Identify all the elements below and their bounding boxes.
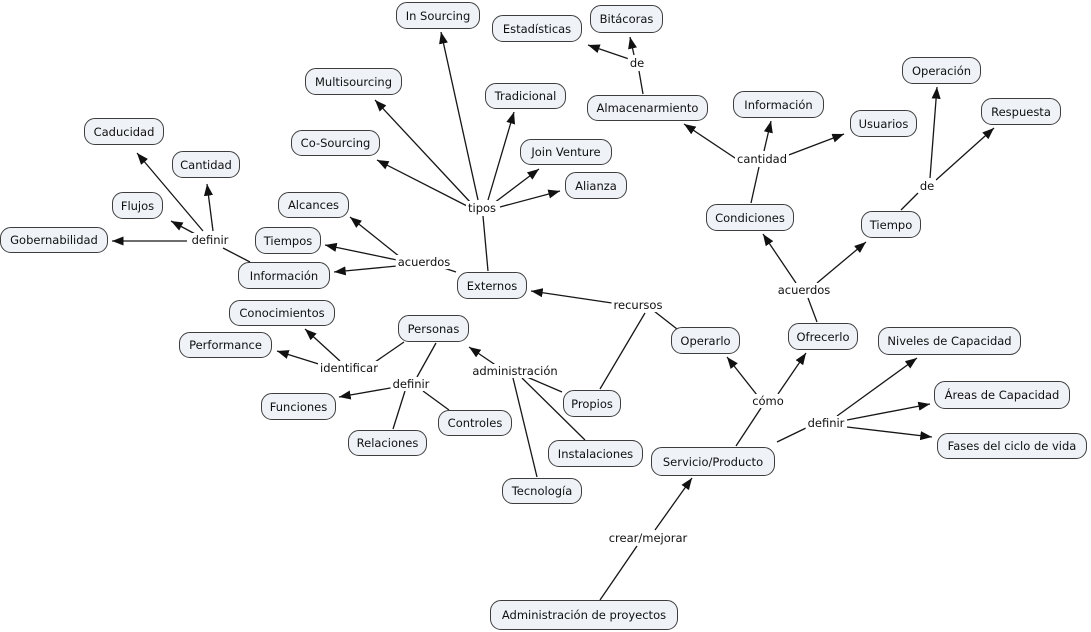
linking-phrase-cantidad[interactable]: cantidad [734,152,790,166]
linking-phrase-definir-2[interactable]: definir [390,377,432,391]
concept-conocimientos[interactable]: Conocimientos [229,300,335,326]
concept-areas-de-capacidad[interactable]: Áreas de Capacidad [934,381,1070,409]
concept-ofrecerlo[interactable]: Ofrecerlo [788,323,858,350]
linking-phrase-acuerdos-1[interactable]: acuerdos [395,255,453,269]
linking-phrase-definir-3[interactable]: definir [805,416,847,430]
concept-externos[interactable]: Externos [457,272,527,299]
linking-phrase-definir-1[interactable]: definir [189,233,231,247]
concept-tiempo[interactable]: Tiempo [861,211,921,238]
concept-informacion-top[interactable]: Información [733,91,824,118]
concept-operarlo[interactable]: Operarlo [671,327,740,354]
concept-administracion-de-proyectos[interactable]: Administración de proyectos [490,600,678,630]
concept-tiempos[interactable]: Tiempos [255,227,321,254]
concept-performance[interactable]: Performance [179,332,272,358]
concept-funciones[interactable]: Funciones [261,393,336,420]
concept-controles[interactable]: Controles [438,410,512,436]
concept-informacion-left[interactable]: Información [238,262,330,289]
concept-niveles-de-capacidad[interactable]: Niveles de Capacidad [878,327,1021,355]
concept-in-sourcing[interactable]: In Sourcing [396,2,480,29]
concept-operacion[interactable]: Operación [902,57,981,84]
linking-phrase-de-1[interactable]: de [627,56,647,70]
concept-relaciones[interactable]: Relaciones [348,430,427,456]
linking-phrase-crear-mejorar[interactable]: crear/mejorar [606,531,690,545]
concept-gobernabilidad[interactable]: Gobernabilidad [0,227,108,253]
concept-tecnologia[interactable]: Tecnología [502,478,582,504]
concept-respuesta[interactable]: Respuesta [981,98,1061,125]
concept-caducidad[interactable]: Caducidad [84,118,164,145]
concept-co-sourcing[interactable]: Co-Sourcing [291,130,380,156]
linking-phrase-tipos[interactable]: tipos [465,201,499,215]
concept-almacenarmiento[interactable]: Almacenarmiento [587,95,708,121]
concept-servicio-producto[interactable]: Servicio/Producto [651,447,775,476]
concept-bitacoras[interactable]: Bitácoras [590,5,663,33]
linking-phrase-identificar[interactable]: identificar [318,361,380,375]
concept-alianza[interactable]: Alianza [565,172,627,199]
concept-alcances[interactable]: Alcances [278,192,349,218]
linking-phrase-como[interactable]: cómo [750,394,786,408]
linking-phrase-administracion[interactable]: administración [470,364,560,378]
linking-phrase-acuerdos-2[interactable]: acuerdos [775,283,833,297]
concept-join-venture[interactable]: Join Venture [520,139,612,165]
concept-cantidad[interactable]: Cantidad [172,151,240,178]
concept-usuarios[interactable]: Usuarios [850,110,917,137]
linking-phrase-de-2[interactable]: de [917,179,937,193]
concept-flujos[interactable]: Flujos [112,192,163,219]
concept-condiciones[interactable]: Condiciones [706,204,794,231]
concept-instalaciones[interactable]: Instalaciones [548,440,643,467]
concept-personas[interactable]: Personas [398,315,469,342]
concept-multisourcing[interactable]: Multisourcing [305,68,402,95]
concept-tradicional[interactable]: Tradicional [485,83,566,109]
concept-estadisticas[interactable]: Estadísticas [492,15,582,42]
concept-propios[interactable]: Propios [563,390,621,417]
linking-phrase-recursos[interactable]: recursos [611,298,665,312]
concept-fases-del-ciclo-de-vida[interactable]: Fases del ciclo de vida [937,433,1087,459]
